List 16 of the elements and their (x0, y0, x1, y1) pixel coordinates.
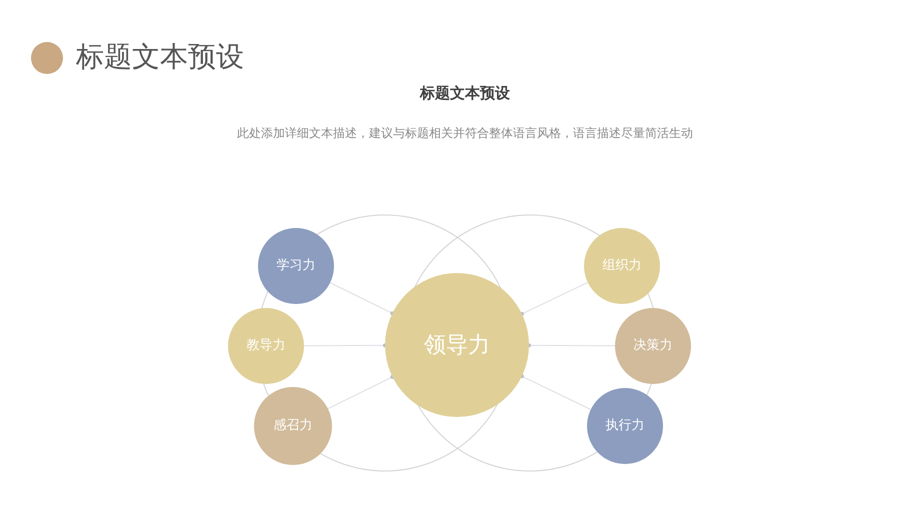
connector-line (327, 374, 394, 410)
connector-line (520, 282, 588, 316)
connector-line (520, 374, 592, 410)
page-title: 标题文本预设 (76, 39, 244, 75)
node-label: 学习力 (276, 257, 316, 276)
subheading: 标题文本预设 (418, 83, 511, 104)
node-label: 组织力 (602, 257, 642, 276)
node-label: 感召力 (274, 417, 312, 436)
connector-line (304, 343, 387, 348)
node-label: 执行力 (606, 417, 644, 436)
node-label: 领导力 (424, 332, 490, 360)
node-label: 决策力 (634, 337, 672, 356)
connector-line (330, 282, 394, 316)
description-text: 此处添加详细文本描述，建议与标题相关并符合整体语言风格，语言描述尽量简活生动 (236, 125, 694, 142)
node-label: 教导力 (246, 337, 286, 356)
connector-line (527, 343, 616, 348)
